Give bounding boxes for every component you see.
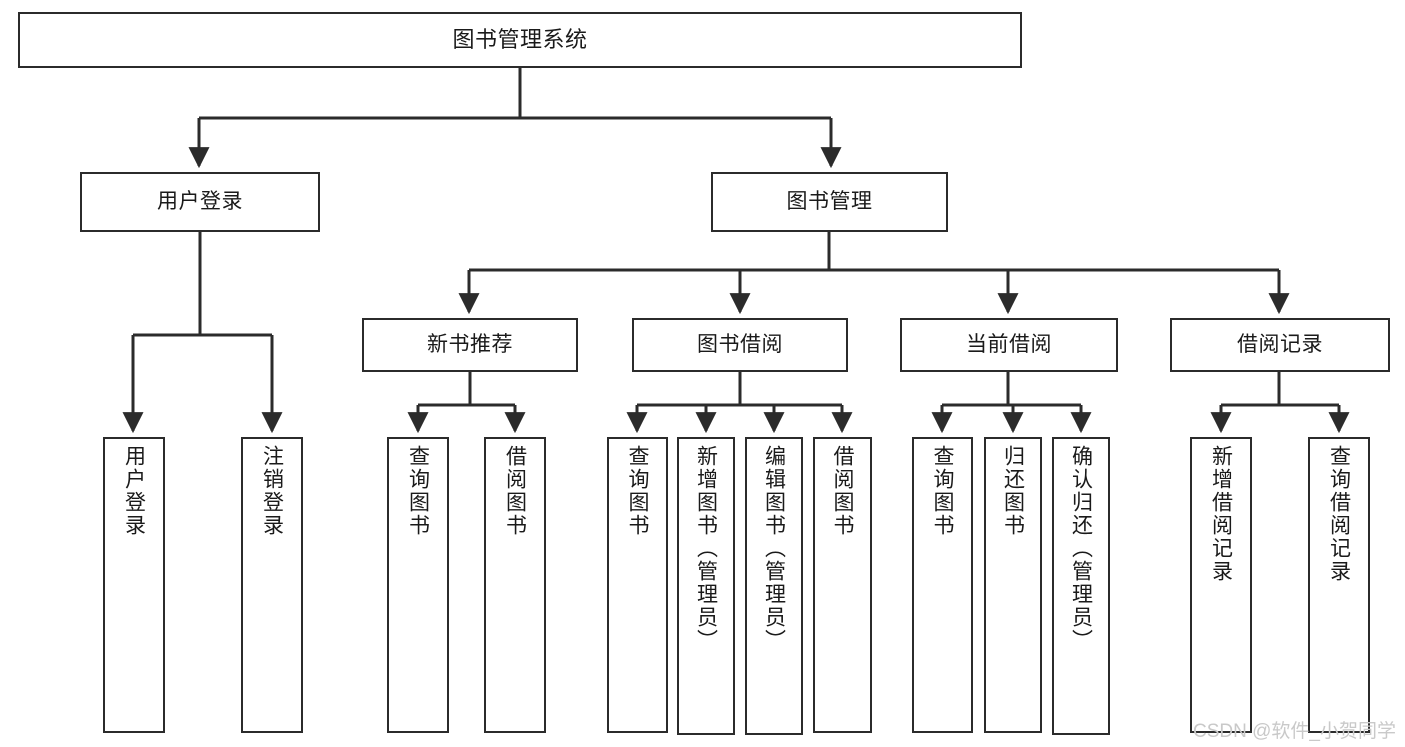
node-leaf-borrow-book-2-label: 借阅图书 (831, 445, 854, 537)
node-leaf-return-book[interactable]: 归还图书 (984, 437, 1042, 733)
node-leaf-user-login-label: 用户登录 (122, 445, 146, 537)
node-root[interactable]: 图书管理系统 (18, 12, 1022, 68)
node-book-manage-label: 图书管理 (786, 189, 873, 213)
node-leaf-query-book-1-label: 查询图书 (406, 445, 430, 537)
node-leaf-logout[interactable]: 注销登录 (241, 437, 303, 733)
node-leaf-borrow-book-1[interactable]: 借阅图书 (484, 437, 546, 733)
node-leaf-add-record[interactable]: 新增借阅记录 (1190, 437, 1252, 733)
node-user-login[interactable]: 用户登录 (80, 172, 320, 232)
node-leaf-add-book-label: 新增图书（管理员） (694, 445, 718, 652)
node-leaf-query-book-2[interactable]: 查询图书 (607, 437, 668, 733)
node-leaf-logout-label: 注销登录 (260, 445, 284, 537)
node-leaf-return-book-label: 归还图书 (1001, 445, 1025, 537)
node-leaf-query-book-2-label: 查询图书 (626, 445, 649, 537)
node-current-borrow-label: 当前借阅 (966, 332, 1052, 356)
node-leaf-add-record-label: 新增借阅记录 (1209, 445, 1233, 583)
node-leaf-query-record[interactable]: 查询借阅记录 (1308, 437, 1370, 733)
node-new-book-recommend[interactable]: 新书推荐 (362, 318, 578, 372)
node-leaf-add-book[interactable]: 新增图书（管理员） (677, 437, 735, 735)
node-borrow-record-label: 借阅记录 (1237, 332, 1323, 356)
node-leaf-borrow-book-2[interactable]: 借阅图书 (813, 437, 872, 733)
node-current-borrow[interactable]: 当前借阅 (900, 318, 1118, 372)
node-book-borrow[interactable]: 图书借阅 (632, 318, 848, 372)
node-user-login-label: 用户登录 (157, 189, 243, 213)
node-leaf-edit-book-label: 编辑图书（管理员） (762, 445, 786, 652)
node-new-book-recommend-label: 新书推荐 (427, 332, 513, 356)
node-book-manage[interactable]: 图书管理 (711, 172, 948, 232)
node-leaf-borrow-book-1-label: 借阅图书 (503, 445, 527, 537)
node-borrow-record[interactable]: 借阅记录 (1170, 318, 1390, 372)
node-leaf-confirm-return[interactable]: 确认归还（管理员） (1052, 437, 1110, 735)
node-leaf-query-book-3[interactable]: 查询图书 (912, 437, 973, 733)
node-leaf-edit-book[interactable]: 编辑图书（管理员） (745, 437, 803, 735)
node-leaf-query-record-label: 查询借阅记录 (1327, 445, 1351, 583)
node-book-borrow-label: 图书借阅 (697, 332, 783, 356)
node-leaf-user-login[interactable]: 用户登录 (103, 437, 165, 733)
csdn-watermark: CSDN @软件_小贺同学 (1193, 721, 1396, 742)
node-leaf-query-book-3-label: 查询图书 (931, 445, 954, 537)
node-leaf-confirm-return-label: 确认归还（管理员） (1069, 445, 1093, 652)
node-root-label: 图书管理系统 (452, 27, 588, 53)
node-leaf-query-book-1[interactable]: 查询图书 (387, 437, 449, 733)
